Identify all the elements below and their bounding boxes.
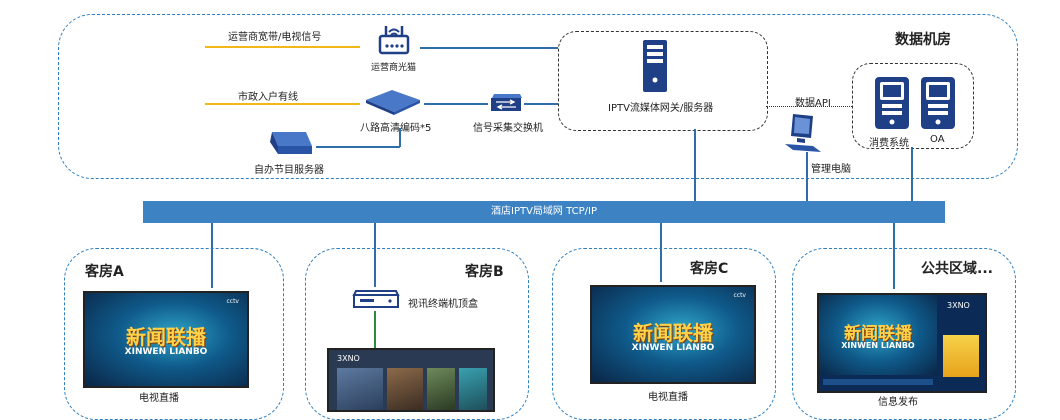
gateway-label: IPTV流媒体网关/服务器 bbox=[608, 103, 714, 114]
hotel-lan-bar: 酒店IPTV局域网 TCP/IP bbox=[143, 201, 945, 223]
news-subtitle: XINWEN LIANBO bbox=[841, 341, 915, 350]
public-title: 公共区域... bbox=[921, 261, 993, 277]
news-title: 新闻联播 bbox=[126, 325, 206, 349]
room-c-caption: 电视直播 bbox=[648, 392, 688, 403]
operator-signal-label: 运营商宽带/电视信号 bbox=[228, 32, 322, 43]
room-a-tv: cctv 新闻联播 XINWEN LIANBO bbox=[83, 291, 249, 388]
news-title: 新闻联播 bbox=[633, 321, 713, 345]
switch-gateway-link bbox=[524, 103, 558, 105]
billing-server-icon bbox=[875, 77, 909, 129]
room-a-caption: 电视直播 bbox=[139, 393, 179, 404]
room-b-title: 客房B bbox=[465, 264, 504, 280]
brand-logo: 3XNO bbox=[947, 301, 970, 310]
menu-tile bbox=[337, 368, 383, 410]
channel-logo: cctv bbox=[733, 292, 746, 299]
promo-panel bbox=[943, 335, 979, 377]
oa-server-icon bbox=[921, 77, 955, 129]
program-server-label: 自办节目服务器 bbox=[254, 165, 324, 176]
server-encoder-link-v bbox=[399, 128, 401, 147]
signal-switch-label: 信号采集交换机 bbox=[473, 123, 543, 134]
encoder-switch-link bbox=[424, 103, 488, 105]
operator-signal-line bbox=[205, 46, 360, 48]
room-b-tv: 3XNO bbox=[327, 348, 495, 412]
encoder-label: 八路高清编码*5 bbox=[360, 123, 432, 134]
room-a-title: 客房A bbox=[85, 264, 124, 280]
datacenter-zone bbox=[852, 63, 974, 149]
bus-room-c-link bbox=[660, 223, 662, 282]
management-pc-label: 管理电脑 bbox=[811, 164, 851, 175]
pc-bus-link bbox=[806, 152, 808, 201]
channel-logo: cctv bbox=[226, 298, 239, 305]
data-api-link bbox=[766, 106, 852, 107]
municipal-cable-label: 市政入户有线 bbox=[238, 92, 298, 103]
room-c-title: 客房C bbox=[690, 261, 729, 277]
bus-room-b-link bbox=[374, 223, 376, 287]
gateway-zone bbox=[558, 31, 768, 131]
oa-label: OA bbox=[930, 134, 945, 145]
menu-tile bbox=[459, 368, 487, 410]
program-server-icon bbox=[270, 132, 312, 154]
management-pc-icon bbox=[785, 114, 821, 152]
optical-modem-icon bbox=[378, 26, 410, 55]
set-top-box-label: 视讯终端机顶盒 bbox=[408, 299, 478, 310]
server-encoder-link-h bbox=[316, 146, 400, 148]
data-api-label: 数据API bbox=[795, 98, 831, 109]
public-display: 新闻联播 XINWEN LIANBO 3XNO bbox=[817, 293, 987, 393]
billing-label: 消费系统 bbox=[869, 138, 909, 149]
set-top-box-icon bbox=[352, 290, 400, 308]
room-c-tv: cctv 新闻联播 XINWEN LIANBO bbox=[590, 285, 756, 384]
datacenter-bus-link bbox=[911, 147, 913, 201]
news-subtitle: XINWEN LIANBO bbox=[124, 347, 208, 357]
news-subtitle: XINWEN LIANBO bbox=[631, 343, 715, 353]
optical-modem-label: 运营商光猫 bbox=[371, 63, 417, 73]
gateway-server-icon bbox=[643, 40, 667, 92]
brand-logo: 3XNO bbox=[337, 354, 360, 363]
bus-room-a-link bbox=[211, 223, 213, 288]
encoder-icon bbox=[366, 90, 420, 115]
menu-tile bbox=[427, 368, 455, 410]
datacenter-title: 数据机房 bbox=[895, 32, 951, 48]
public-caption: 信息发布 bbox=[878, 397, 918, 408]
headend-zone bbox=[58, 14, 1018, 179]
gateway-bus-link bbox=[694, 129, 696, 201]
info-ticker bbox=[823, 379, 933, 385]
menu-tile bbox=[387, 368, 423, 410]
municipal-cable-line bbox=[205, 103, 360, 105]
bus-public-link bbox=[893, 223, 895, 289]
stb-tv-link bbox=[374, 311, 376, 349]
modem-gateway-link bbox=[420, 47, 558, 49]
display-main: 新闻联播 XINWEN LIANBO bbox=[819, 295, 937, 375]
news-title: 新闻联播 bbox=[844, 324, 912, 344]
signal-switch-icon bbox=[491, 94, 522, 111]
